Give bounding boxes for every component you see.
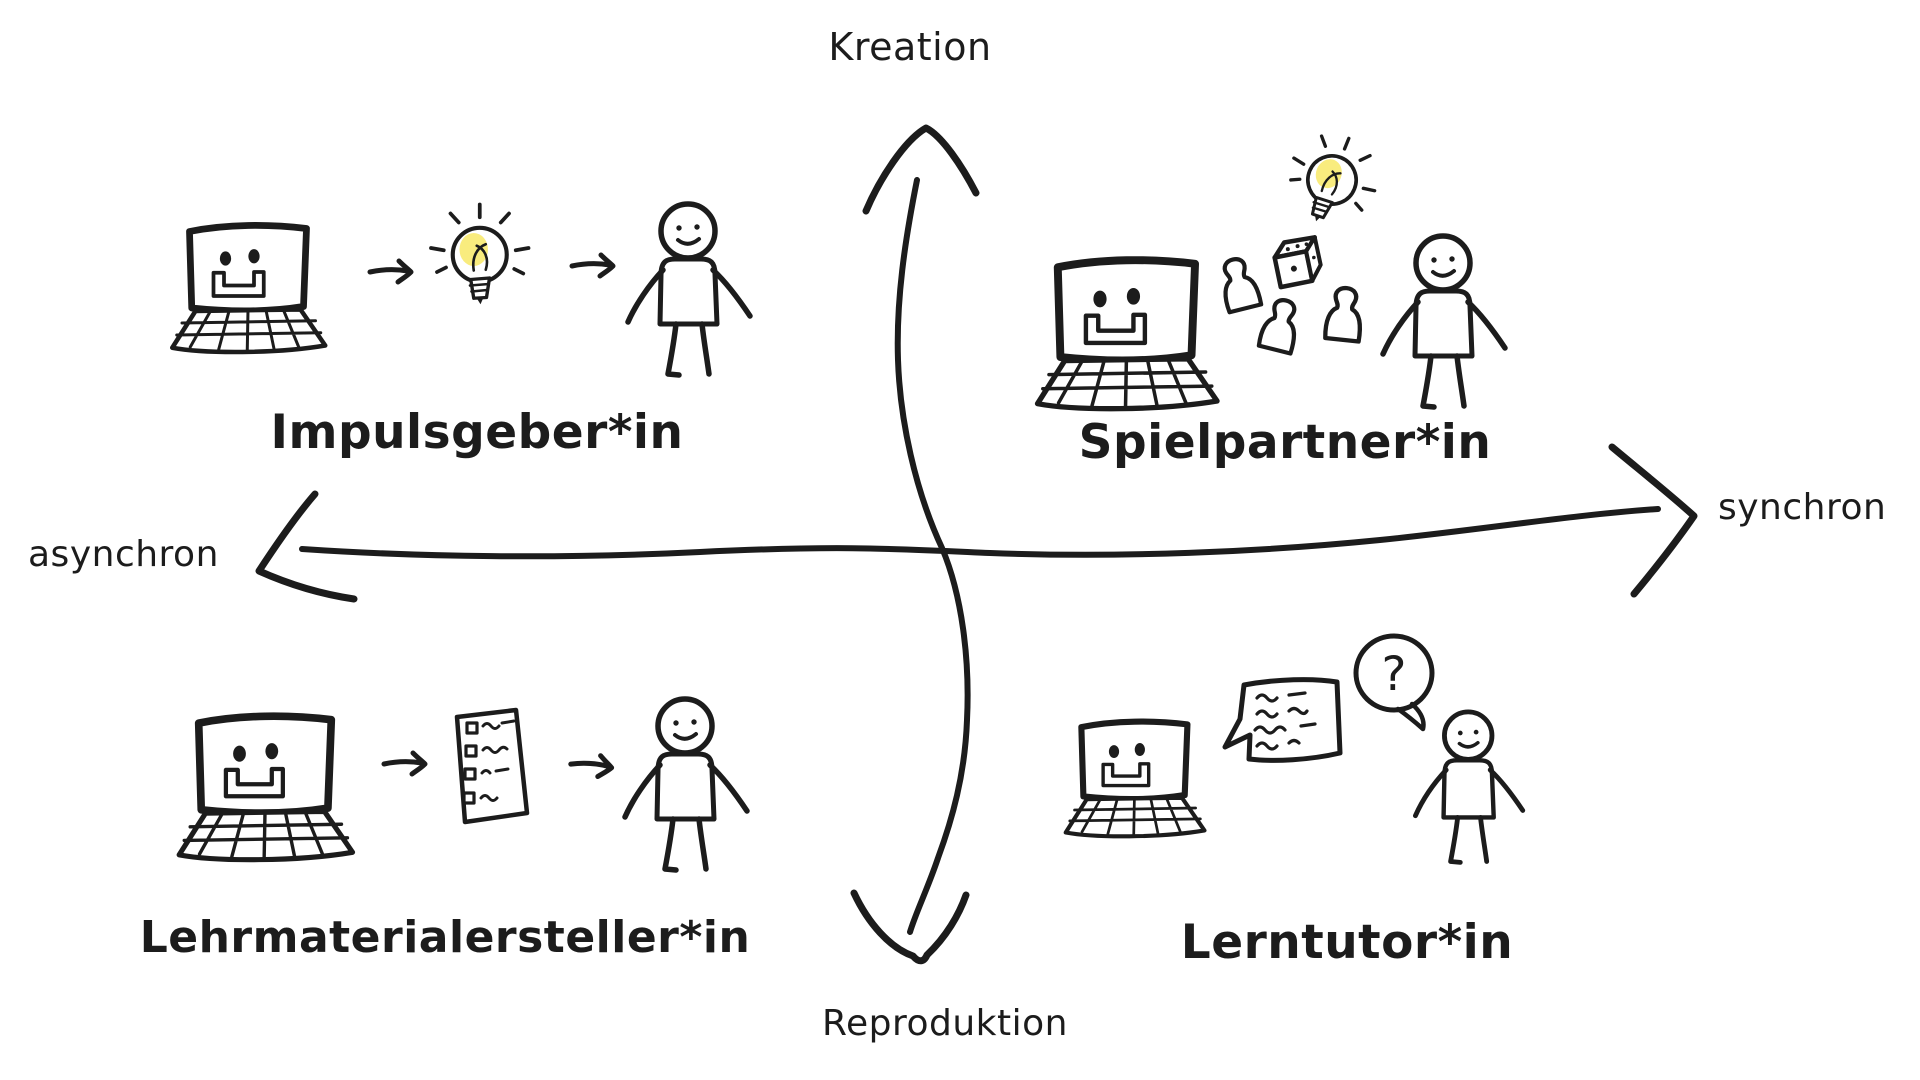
arrowhead-down — [850, 889, 970, 965]
vertical-axis — [850, 124, 980, 965]
arrow-right-icon — [572, 255, 613, 276]
laptop-bot-icon — [1038, 260, 1218, 409]
quadrant-top-left-illustration — [172, 204, 750, 375]
person-icon — [1415, 712, 1522, 862]
quadrant-label-bottom-right: Lerntutor*in — [1180, 915, 1514, 970]
laptop-bot-icon — [172, 225, 325, 352]
question-mark: ? — [1382, 647, 1407, 702]
person-icon — [628, 204, 750, 375]
question-bubble-icon: ? — [1353, 633, 1435, 732]
axis-label-synchron: synchron — [1718, 487, 1887, 528]
axis-label-kreation: Kreation — [828, 25, 992, 69]
horizontal-axis — [255, 443, 1698, 603]
arrowhead-right — [1608, 443, 1698, 598]
quadrant-bottom-right-illustration: ? — [1066, 633, 1523, 862]
meeple-icon — [1325, 286, 1364, 341]
meeple-icon — [1258, 297, 1302, 354]
person-icon — [625, 699, 747, 870]
quadrant-label-top-left: Impulsgeber*in — [270, 405, 684, 460]
person-icon — [1383, 236, 1505, 407]
arrowhead-up — [862, 124, 980, 215]
axis-label-reproduktion: Reproduktion — [822, 1003, 1068, 1044]
meeple-icon — [1217, 255, 1261, 312]
lightbulb-icon — [1273, 120, 1392, 240]
laptop-bot-icon — [179, 716, 352, 859]
quadrant-bottom-left-illustration — [179, 699, 747, 870]
quadrant-label-top-right: Spielpartner*in — [1078, 415, 1492, 470]
lightbulb-icon — [431, 205, 529, 305]
quadrant-label-bottom-left: Lehrmaterialersteller*in — [139, 912, 751, 963]
speech-bubble-icon — [1222, 677, 1343, 763]
quadrant-top-right-illustration — [1038, 120, 1505, 409]
arrow-right-icon — [384, 753, 425, 774]
laptop-bot-icon — [1066, 722, 1205, 837]
checklist-icon — [454, 707, 530, 825]
axis-label-asynchron: asynchron — [28, 534, 219, 575]
arrowhead-left — [255, 490, 358, 603]
dice-icon — [1272, 235, 1323, 290]
arrow-right-icon — [570, 753, 613, 777]
arrow-right-icon — [370, 261, 411, 282]
